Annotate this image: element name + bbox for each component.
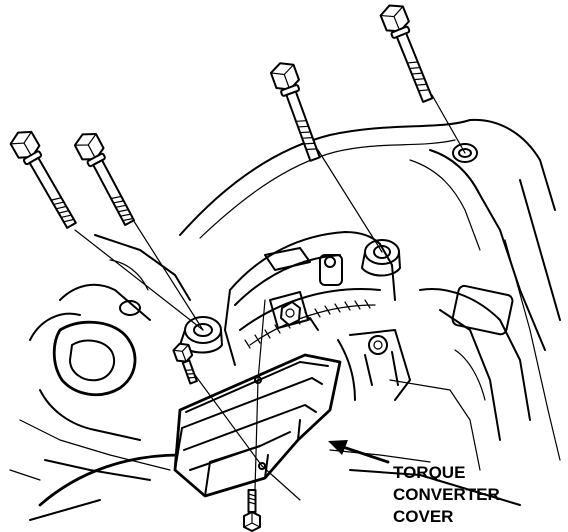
engine-block bbox=[264, 247, 411, 401]
callout-line-2: CONVERTER bbox=[393, 485, 500, 504]
short-cover-bolt bbox=[243, 489, 261, 532]
torque-converter-cover bbox=[173, 353, 342, 498]
bolt-bosses bbox=[119, 143, 478, 354]
long-mounting-bolt bbox=[9, 130, 77, 229]
callout-line-3: COVER bbox=[393, 507, 453, 526]
long-mounting-bolt bbox=[73, 133, 135, 226]
callout-line-1: TORQUE bbox=[393, 463, 465, 482]
long-mounting-bolt bbox=[269, 62, 321, 162]
long-mounting-bolt bbox=[379, 4, 434, 103]
callout-label: TORQUE CONVERTER COVER bbox=[393, 463, 500, 526]
transmission-housing bbox=[9, 118, 561, 521]
short-cover-bolt bbox=[172, 342, 198, 385]
callout-arrow bbox=[328, 440, 390, 464]
bolt-alignment-lines bbox=[74, 94, 466, 501]
